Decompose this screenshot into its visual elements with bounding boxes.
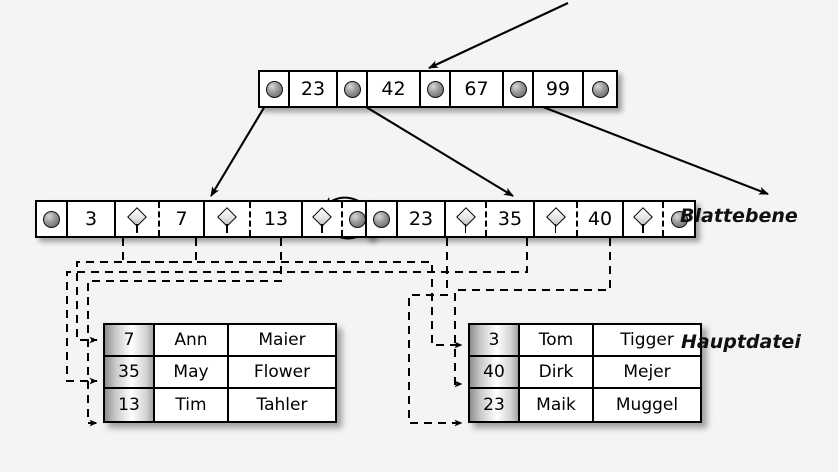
leaf-right-key-1: 35 xyxy=(487,202,535,236)
leaf-left-key-0: 3 xyxy=(68,202,116,236)
record-key: 7 xyxy=(105,325,155,355)
table-row[interactable]: 23 Maik Muggel xyxy=(470,389,700,421)
record-key: 35 xyxy=(105,357,155,387)
leaf-left-record-marker-2[interactable] xyxy=(303,202,343,236)
diamond-icon xyxy=(312,207,332,233)
table-row[interactable]: 35 May Flower xyxy=(105,357,335,389)
leaf-right-prev-pointer[interactable] xyxy=(367,202,398,236)
root-pointer-1[interactable] xyxy=(338,72,368,106)
root-key-3: 99 xyxy=(534,72,584,106)
pointer-icon xyxy=(343,80,361,98)
leaf-right-record-marker-1[interactable] xyxy=(535,202,578,236)
leaf-left-key-2: 13 xyxy=(251,202,303,236)
root-index-node[interactable]: 23 42 67 99 xyxy=(258,70,618,108)
root-key-1: 42 xyxy=(368,72,421,106)
main-file-table-left[interactable]: 7 Ann Maier 35 May Flower 13 Tim Tahler xyxy=(103,323,337,423)
pointer-icon xyxy=(509,80,527,98)
pointer-icon xyxy=(43,210,60,228)
record-first-name: Tom xyxy=(520,325,594,355)
arrow-root-to-subtree-right xyxy=(511,94,769,195)
root-pointer-0[interactable] xyxy=(260,72,290,106)
root-key-2: 67 xyxy=(451,72,504,106)
leaf-right-key-0: 23 xyxy=(398,202,446,236)
diamond-icon xyxy=(545,207,566,233)
record-first-name: Maik xyxy=(520,389,594,421)
leaf-left-record-marker-0[interactable] xyxy=(116,202,160,236)
record-key: 13 xyxy=(105,389,155,421)
leaf-right-record-marker-2[interactable] xyxy=(624,202,664,236)
diamond-icon xyxy=(217,207,237,233)
leaf-left-key-1: 7 xyxy=(160,202,205,236)
record-key: 3 xyxy=(470,325,520,355)
pointer-icon xyxy=(348,210,366,228)
record-last-name: Muggel xyxy=(615,395,679,415)
pointer-icon xyxy=(265,80,283,98)
record-last-name: Maier xyxy=(258,330,306,350)
diamond-icon xyxy=(633,207,653,233)
pointer-icon xyxy=(426,80,444,98)
label-main-file: Hauptdatei xyxy=(681,331,801,353)
root-pointer-4[interactable] xyxy=(584,72,616,106)
table-row[interactable]: 13 Tim Tahler xyxy=(105,389,335,421)
root-pointer-3[interactable] xyxy=(504,72,534,106)
diamond-icon xyxy=(455,207,476,233)
leaf-left-record-marker-1[interactable] xyxy=(205,202,251,236)
leaf-right-next-pointer[interactable] xyxy=(664,202,694,236)
leaf-right-record-marker-0[interactable] xyxy=(446,202,487,236)
leaf-left-prev-pointer[interactable] xyxy=(37,202,68,236)
label-leaf-level: Blattebene xyxy=(680,205,798,227)
leaf-node-right[interactable]: 23 35 40 xyxy=(365,200,696,238)
pointer-icon xyxy=(670,210,688,228)
diamond-icon xyxy=(127,207,147,233)
record-last-name: Flower xyxy=(253,362,311,382)
table-row[interactable]: 40 Dirk Mejer xyxy=(470,357,700,389)
record-first-name: Tim xyxy=(155,389,229,421)
record-key: 40 xyxy=(470,357,520,387)
record-first-name: Dirk xyxy=(520,357,594,387)
record-last-name: Tigger xyxy=(620,330,674,350)
pointer-icon xyxy=(373,210,390,228)
record-first-name: May xyxy=(155,357,229,387)
record-last-name: Tahler xyxy=(256,395,308,415)
record-first-name: Ann xyxy=(155,325,229,355)
root-key-0: 23 xyxy=(290,72,338,106)
table-row[interactable]: 7 Ann Maier xyxy=(105,325,335,357)
pointer-icon xyxy=(591,80,609,98)
record-link-right-1 xyxy=(408,238,463,427)
leaf-node-left[interactable]: 3 7 13 xyxy=(35,200,373,238)
record-last-name: Mejer xyxy=(623,362,671,382)
table-row[interactable]: 3 Tom Tigger xyxy=(470,325,700,357)
leaf-right-key-2: 40 xyxy=(578,202,624,236)
record-key: 23 xyxy=(470,389,520,421)
main-file-table-right[interactable]: 3 Tom Tigger 40 Dirk Mejer 23 Maik Mugge… xyxy=(468,323,702,423)
arrow-into-root xyxy=(428,2,569,69)
arrow-root-to-leaf-right xyxy=(347,95,514,197)
root-pointer-2[interactable] xyxy=(421,72,451,106)
arrow-root-to-leaf-left xyxy=(210,95,272,197)
